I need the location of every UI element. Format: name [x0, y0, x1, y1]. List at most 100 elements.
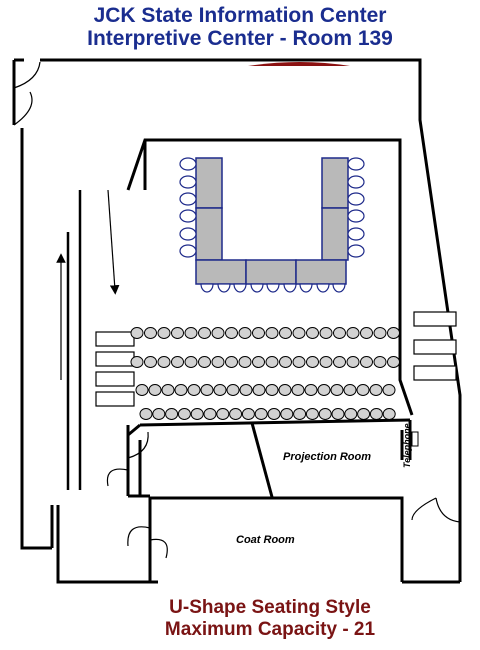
floor-plan-subtitle: Interpretive Center - Room 139 — [87, 27, 393, 50]
row-seat — [184, 327, 198, 339]
row-seat — [267, 408, 281, 420]
row-seat — [317, 384, 331, 396]
row-seat — [291, 384, 305, 396]
row-seat — [333, 327, 346, 339]
seat-left-1 — [179, 157, 197, 171]
row-seat — [292, 356, 306, 368]
row-seat — [211, 356, 225, 368]
seat-left-2 — [179, 175, 197, 189]
seat-right-3 — [347, 192, 365, 206]
row-seat — [330, 384, 344, 396]
row-seat — [252, 384, 266, 396]
row-seat — [225, 327, 238, 339]
row-seat — [165, 408, 179, 420]
stage-screen — [248, 62, 350, 66]
row-seat — [318, 408, 332, 420]
u-shape-tables — [195, 157, 349, 285]
row-seat — [387, 327, 400, 339]
row-seat — [360, 356, 373, 368]
row-seat — [238, 327, 252, 339]
seat-bottom-6 — [283, 283, 297, 293]
row-seat — [346, 356, 360, 368]
row-seat — [174, 384, 188, 396]
row-seat — [292, 327, 306, 339]
row-seat — [225, 356, 238, 368]
seat-bottom-3 — [233, 283, 247, 293]
row-seat — [333, 356, 346, 368]
seating-style-label: U-Shape Seating Style — [169, 597, 371, 618]
seat-right-1 — [347, 157, 365, 171]
seat-left-6 — [179, 244, 197, 258]
row-seat — [293, 408, 307, 420]
row-seat — [148, 384, 162, 396]
row-seat — [226, 384, 240, 396]
row-seat — [265, 327, 279, 339]
row-seat — [241, 408, 255, 420]
outer-walls — [12, 58, 462, 584]
seat-left-4 — [179, 209, 197, 223]
row-seat — [279, 356, 292, 368]
row-seat — [356, 384, 370, 396]
walkway-arrows — [56, 189, 120, 380]
row-seat — [373, 356, 387, 368]
row-seat — [190, 408, 204, 420]
row-seat — [203, 408, 217, 420]
row-seat — [144, 356, 157, 368]
walkway-lines — [66, 190, 82, 490]
door-lower-left — [106, 431, 168, 559]
row-seat — [171, 356, 184, 368]
seat-right-5 — [347, 227, 365, 241]
row-seat — [319, 327, 333, 339]
seat-bottom-1 — [200, 283, 214, 293]
seat-right-6 — [347, 244, 365, 258]
coat-room-label: Coat Room — [236, 534, 295, 546]
seat-bottom-9 — [332, 283, 346, 293]
telephone-label: Telephone — [402, 423, 412, 468]
row-seat — [346, 327, 360, 339]
row-seat — [369, 408, 383, 420]
seat-bottom-4 — [250, 283, 264, 293]
row-seat — [216, 408, 230, 420]
row-seat — [344, 408, 358, 420]
row-seat — [373, 327, 387, 339]
row-seat — [319, 356, 333, 368]
row-seat — [382, 408, 396, 420]
row-seat — [135, 384, 149, 396]
row-seat — [229, 408, 243, 420]
row-seat — [144, 327, 157, 339]
seat-bottom-7 — [299, 283, 313, 293]
seat-bottom-5 — [266, 283, 280, 293]
row-seat — [200, 384, 214, 396]
row-seat — [357, 408, 371, 420]
row-seat — [130, 327, 144, 339]
row-seat — [387, 356, 400, 368]
row-seat — [304, 384, 318, 396]
row-seat — [171, 327, 184, 339]
seat-bottom-2 — [217, 283, 231, 293]
seat-right-2 — [347, 175, 365, 189]
seat-left-3 — [179, 192, 197, 206]
row-seat — [343, 384, 357, 396]
row-seat — [305, 408, 319, 420]
maximum-capacity-label: Maximum Capacity - 21 — [164, 619, 376, 640]
row-seat — [265, 356, 279, 368]
row-seat — [306, 327, 319, 339]
row-seat — [177, 408, 191, 420]
row-seat — [213, 384, 227, 396]
inner-walls — [126, 138, 414, 498]
row-seat — [254, 408, 268, 420]
floor-plan-title: JCK State Information Center — [93, 4, 387, 27]
row-seat — [238, 356, 252, 368]
row-seat — [239, 384, 253, 396]
row-seat — [157, 356, 171, 368]
row-seat — [152, 408, 166, 420]
row-seat — [187, 384, 201, 396]
row-seat — [306, 356, 319, 368]
row-seat — [279, 327, 292, 339]
row-seat — [198, 327, 211, 339]
row-seat — [211, 327, 225, 339]
row-seat — [139, 408, 153, 420]
row-seat — [360, 327, 373, 339]
projection-room-label: Projection Room — [283, 451, 372, 463]
